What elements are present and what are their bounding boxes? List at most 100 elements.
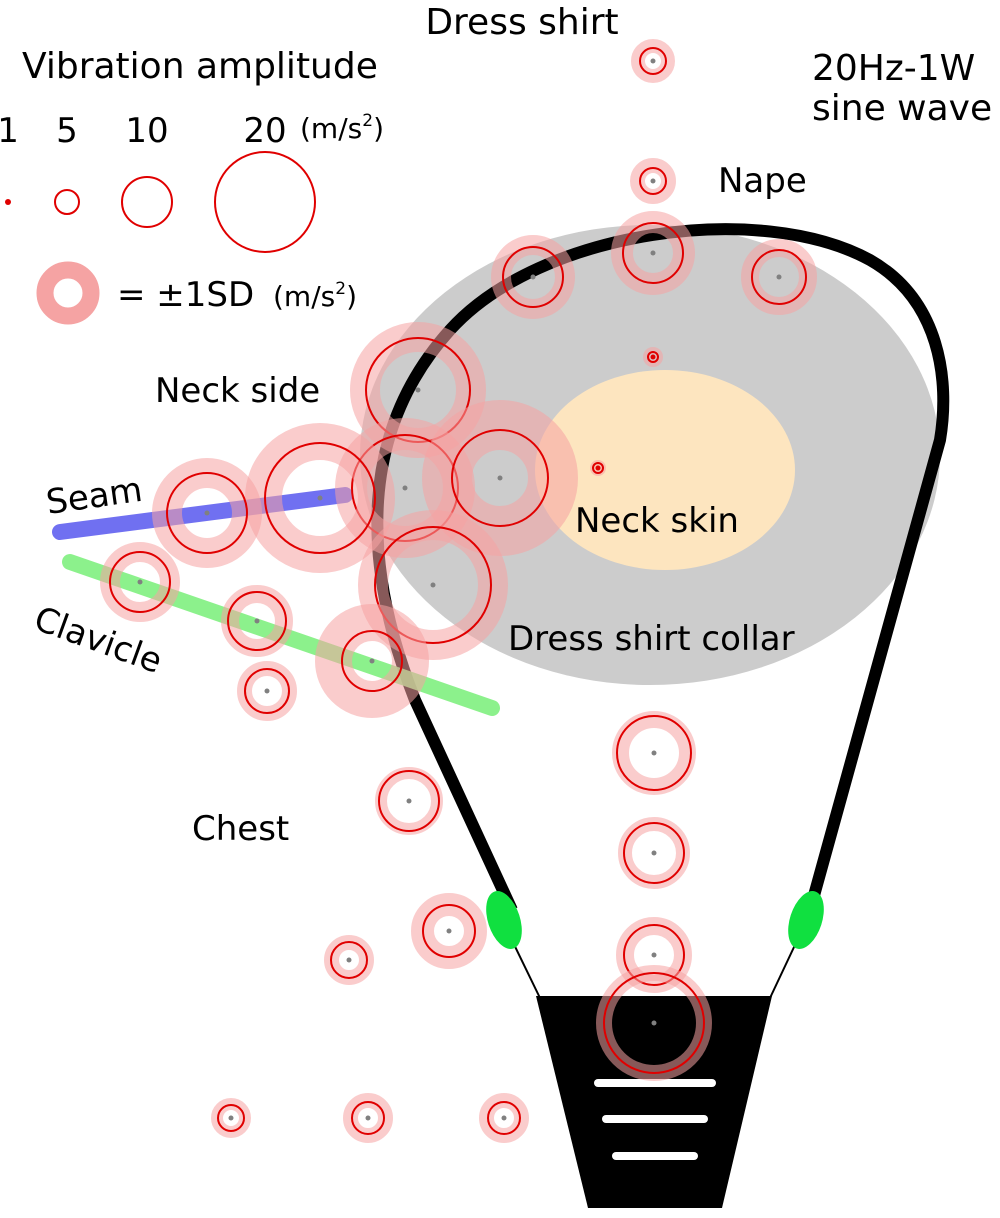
measurement-point [221, 585, 293, 657]
diagram-title: Dress shirt [425, 2, 618, 43]
amplitude-ring [341, 630, 403, 692]
sd-halo [422, 400, 578, 556]
amplitude-ring [264, 442, 376, 554]
point-marker [651, 850, 657, 856]
point-marker [651, 952, 657, 958]
measurement-point [616, 917, 692, 993]
amplitude-ring [378, 770, 440, 832]
sd-halo [612, 711, 696, 795]
point-marker [650, 178, 656, 184]
legend-value-5: 5 [56, 111, 78, 151]
measurement-point [100, 542, 180, 622]
amplitude-ring [751, 249, 807, 305]
measurement-point [590, 460, 606, 476]
point-marker [650, 58, 656, 64]
measurement-point [631, 39, 675, 83]
condition-line-1: 20Hz-1W [812, 48, 975, 89]
measurement-point [237, 661, 297, 721]
measurement-point [630, 158, 676, 204]
amplitude-ring [623, 822, 685, 884]
point-marker [204, 510, 210, 516]
legend-value-1: 1 [0, 111, 19, 151]
legend-circle-20 [214, 151, 316, 253]
point-marker [254, 618, 260, 624]
sd-halo [479, 1093, 529, 1143]
amplitude-ring [639, 167, 667, 195]
amplitude-ring [487, 1101, 521, 1135]
point-marker [650, 354, 656, 360]
point-marker [776, 274, 782, 280]
amplitude-ring [647, 351, 659, 363]
amplitude-ring [244, 668, 290, 714]
amplitude-ring [623, 924, 685, 986]
measurement-point [741, 239, 817, 315]
measurement-point [315, 604, 429, 718]
point-marker [651, 750, 657, 756]
label-nape: Nape [718, 161, 807, 201]
point-marker [346, 957, 352, 963]
neck-skin-area [535, 370, 795, 570]
sd-halo [221, 585, 293, 657]
sd-halo [315, 604, 429, 718]
amplitude-ring [351, 1101, 385, 1135]
legend-value-20: 20 [243, 111, 286, 151]
amplitude-ring [502, 246, 564, 308]
measurement-point [358, 510, 508, 660]
measurement-points [100, 39, 817, 1143]
amplitude-ring [603, 972, 705, 1074]
legend-heading: Vibration amplitude [22, 46, 378, 87]
measurement-point [479, 1093, 529, 1143]
sd-halo [358, 510, 508, 660]
measurement-point [491, 235, 575, 319]
amplitude-ring [330, 941, 368, 979]
legend-sd-halo [36, 261, 100, 325]
amplitude-ring [592, 462, 604, 474]
measurement-point [324, 935, 374, 985]
point-marker [369, 658, 375, 664]
measurement-point [375, 767, 443, 835]
amplitude-ring [639, 47, 667, 75]
point-marker [402, 485, 408, 491]
label-dress-shirt-collar: Dress shirt collar [508, 619, 795, 659]
measurement-point [596, 965, 712, 1081]
legend-sd-unit: (m/s2) [273, 279, 357, 313]
point-marker [317, 495, 323, 501]
point-marker [137, 579, 143, 585]
measurement-point [152, 458, 262, 568]
point-marker [501, 1115, 507, 1121]
amplitude-ring [622, 222, 684, 284]
vibrator-device [536, 996, 772, 1208]
point-marker [651, 1020, 657, 1026]
amplitude-ring [109, 551, 171, 613]
sd-halo [343, 1093, 393, 1143]
sd-halo [245, 423, 395, 573]
sd-halo [630, 158, 676, 204]
point-marker [446, 928, 452, 934]
point-marker [264, 688, 270, 694]
point-marker [415, 387, 421, 393]
sd-halo [375, 767, 443, 835]
amplitude-ring [166, 472, 248, 554]
measurement-point [612, 711, 696, 795]
label-neck-skin: Neck skin [575, 501, 739, 541]
sd-halo [491, 235, 575, 319]
legend-sd-label: = ±1SD [117, 275, 254, 315]
point-marker [406, 798, 412, 804]
legend-circle-10 [121, 176, 173, 228]
amplitude-ring [217, 1104, 245, 1132]
measurement-point [422, 400, 578, 556]
measurement-point [245, 423, 395, 573]
legend-unit: (m/s2) [300, 111, 384, 145]
measurement-point [411, 893, 487, 969]
point-marker [228, 1115, 234, 1121]
point-marker [430, 582, 436, 588]
measurement-point [618, 817, 690, 889]
measurement-point [343, 1093, 393, 1143]
measurement-point [611, 211, 695, 295]
measurement-point [643, 347, 663, 367]
legend-circle-5 [54, 189, 80, 215]
clip-right [788, 891, 824, 949]
legend-value-10: 10 [125, 111, 168, 151]
condition-line-2: sine wave [812, 88, 992, 129]
